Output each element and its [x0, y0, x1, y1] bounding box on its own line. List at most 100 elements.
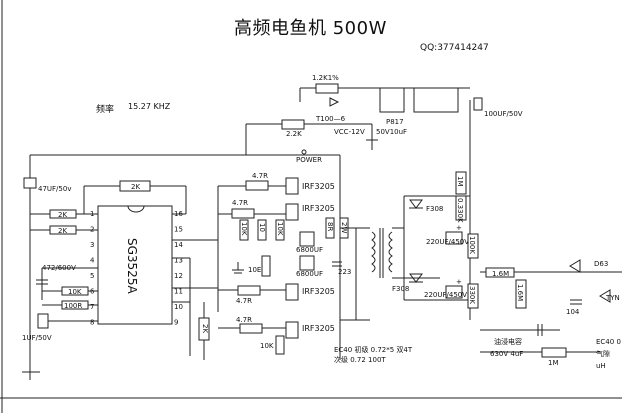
frequency-value: 15.27 KHZ — [128, 102, 171, 111]
ec40-right-label: EC40 0 — [596, 338, 621, 346]
mosfet-3 — [285, 283, 299, 301]
optocoupler-led — [413, 87, 459, 113]
chip-pin-left-7: 7 — [90, 303, 94, 311]
resistor-10k-b — [275, 219, 285, 241]
cap-220a-plus: + — [456, 224, 462, 232]
mos1-label: IRF3205 — [302, 182, 335, 191]
resistor-10k-gate — [239, 219, 249, 241]
opto-tl-label: T100—6 — [315, 115, 346, 123]
frequency-label: 频率 — [96, 105, 115, 115]
r-330k-label: 330K — [468, 286, 476, 304]
cap-47uf-label: 47UF/50v — [38, 185, 71, 193]
r-1003-label: 100K — [468, 236, 476, 254]
r-2k-top-label: 2K — [131, 183, 140, 191]
cap-220uf-b — [445, 285, 463, 299]
cap-220b-plus: + — [456, 278, 462, 286]
resistor-4.7r-4 — [239, 323, 263, 334]
r-10k-gate-label: 10K — [240, 222, 248, 236]
cap-6800a-label: 6800UF — [296, 246, 323, 254]
mos4-label: IRF3205 — [302, 324, 335, 333]
r-22k-label: 2.2K — [286, 130, 302, 138]
ec40-line1: EC40 初级 0.72*5 双4T — [334, 345, 413, 354]
r-47-2-label: 4.7R — [232, 199, 248, 207]
chip-pin-right-12: 12 — [174, 272, 183, 280]
cap-220uf-a — [445, 231, 463, 245]
r-10k-label: 10K — [68, 288, 82, 296]
vcc-label: VCC-12V — [334, 128, 365, 136]
cap-220b-label: 220UF/450V — [424, 291, 467, 299]
cap-47uf — [23, 177, 37, 189]
contact-qq: QQ:377414247 — [420, 43, 489, 53]
diagram-title: 高频电鱼机 500W — [234, 18, 387, 39]
c104-label: 104 — [566, 308, 580, 316]
cap-6800uf-b — [299, 255, 315, 271]
cap-100uf — [473, 97, 483, 111]
tyn-label: TYN — [605, 294, 620, 302]
cap-223-label: 223 — [338, 268, 351, 276]
d63-label: D63 — [594, 260, 608, 268]
resistor-4.7r-3 — [237, 285, 261, 296]
d-f308a-label: F308 — [426, 205, 443, 213]
r-10-side-label: 10 — [258, 223, 266, 232]
r-10e-label: 10E — [248, 266, 261, 274]
resistor-1m — [455, 171, 467, 195]
r-16m-v-label: 1.6M — [516, 284, 524, 301]
chip-pin-right-11: 11 — [174, 288, 183, 296]
cap-6800b-label: 6800UF — [296, 270, 323, 278]
resistor-10e — [261, 255, 271, 277]
resistor-10-side — [257, 219, 267, 241]
r-2k-c-label: 2K — [201, 324, 209, 333]
resistor-8r — [325, 217, 335, 239]
chip-pin-right-9: 9 — [174, 319, 178, 327]
cap-1uf — [37, 313, 49, 329]
mosfet-4 — [285, 321, 299, 339]
r-1m-h-label: 1M — [548, 359, 559, 367]
mosfet-1 — [285, 177, 299, 195]
resistor-1.6m-v — [515, 279, 527, 309]
resistor-2k-c — [198, 317, 210, 341]
cap-100uf-label: 100UF/50V — [484, 110, 523, 118]
resistor-4.7r-1 — [245, 180, 269, 191]
power-switch — [301, 149, 307, 155]
r-2k-b-label: 2K — [58, 227, 67, 235]
chip-pin-right-15: 15 — [174, 226, 183, 234]
diode-f308-a — [409, 199, 423, 209]
oil-cap-val-label: 630V 4uF — [490, 350, 523, 358]
thyristor-tyn — [599, 289, 611, 303]
resistor-100k — [467, 233, 479, 259]
cap-6800uf-a — [299, 231, 315, 247]
d-f308b-label: F308 — [392, 285, 409, 293]
mos3-label: IRF3205 — [302, 287, 335, 296]
ec40-line2: 次级 0.72 100T — [334, 355, 386, 364]
r-10k-b-label: 10K — [276, 222, 284, 236]
resistor-10k-low — [275, 335, 285, 355]
r-16m-label: 1.6M — [492, 270, 509, 278]
chip-pin-left-5: 5 — [90, 272, 94, 280]
optocoupler-p817 — [379, 87, 405, 113]
cap-50v-label: 50V10uF — [376, 128, 407, 136]
r-10k-low-label: 10K — [260, 342, 274, 350]
chip-pin-left-3: 3 — [90, 241, 94, 249]
diode-d63 — [569, 259, 581, 273]
resistor-10k — [61, 286, 89, 296]
opto-label: P817 — [386, 118, 404, 126]
gap-label: 气隙 — [596, 349, 610, 358]
resistor-1.2k — [315, 83, 339, 94]
r-12k-label: 1.2K1% — [312, 74, 339, 82]
resistor-1.6m — [485, 267, 515, 278]
resistor-2k-b — [49, 225, 77, 235]
r-2k-a-label: 2K — [58, 211, 67, 219]
resistor-2k-top — [119, 180, 151, 192]
uh-label: uH — [596, 362, 606, 370]
r-m330-label: 0.330K — [456, 198, 464, 223]
resistor-4.7r-2 — [231, 208, 255, 219]
chip-pin-right-14: 14 — [174, 241, 183, 249]
r-100r-label: 100R — [64, 302, 82, 310]
r-47-1-label: 4.7R — [252, 172, 268, 180]
resistor-2.2k — [281, 119, 305, 130]
resistor-100r — [61, 300, 89, 310]
sg3525a-chip — [97, 205, 173, 325]
